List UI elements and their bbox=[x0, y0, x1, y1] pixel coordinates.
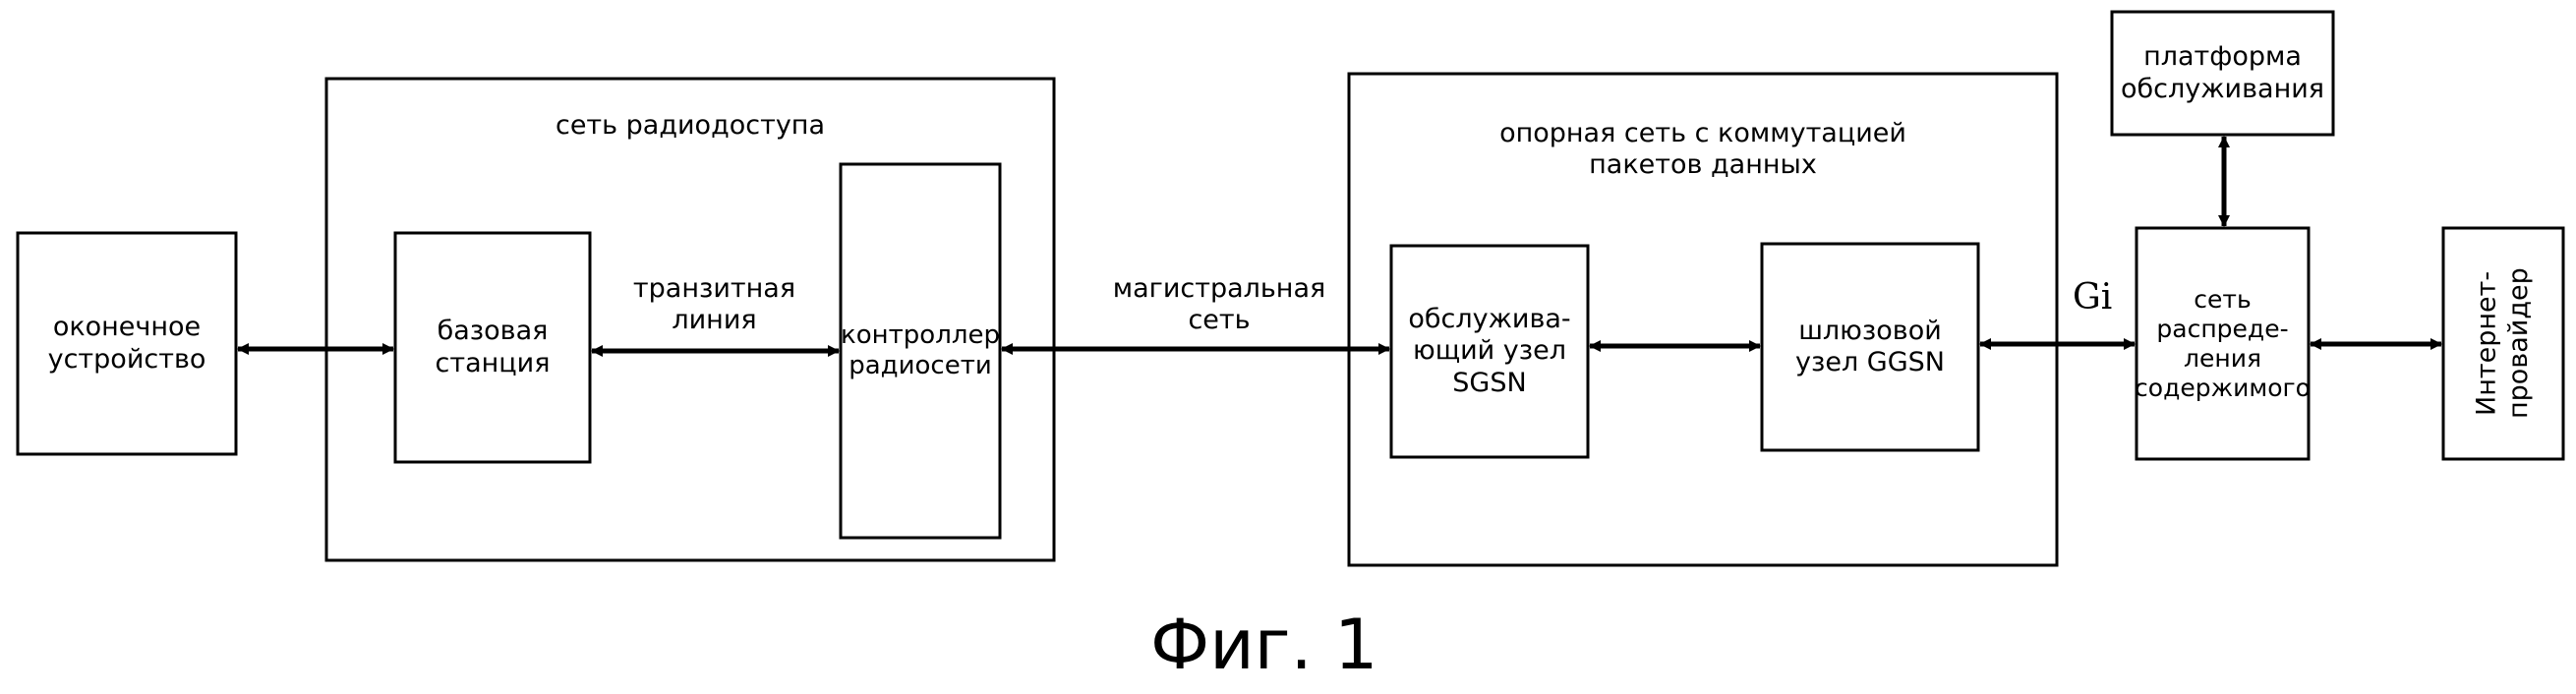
sgsn-label: обслужива- ющий узел SGSN bbox=[1408, 303, 1571, 398]
terminal-label: оконечное устройство bbox=[47, 312, 206, 375]
cdn-box bbox=[2135, 226, 2311, 461]
terminal-box bbox=[16, 231, 238, 456]
sgsn-box bbox=[1389, 244, 1590, 459]
radio-controller-label: контроллер радиосети bbox=[841, 319, 1000, 380]
gi-interface-label: Gi bbox=[2073, 277, 2113, 318]
isp-box bbox=[2441, 226, 2565, 461]
core-network-frame bbox=[1347, 72, 2059, 567]
figure-caption: Фиг. 1 bbox=[1150, 605, 1378, 685]
service-platform-box bbox=[2110, 10, 2335, 137]
core-network-label: опорная сеть с коммутацией пакетов данны… bbox=[1499, 117, 1906, 180]
radio-access-network-label: сеть радиодоступа bbox=[555, 109, 826, 141]
radio-access-network-frame bbox=[324, 77, 1056, 562]
radio-controller-box bbox=[839, 162, 1002, 540]
ggsn-label: шлюзовой узел GGSN bbox=[1795, 315, 1945, 377]
base-station-label: базовая станция bbox=[435, 316, 551, 378]
isp-label: Интернет- провайдер bbox=[2471, 267, 2534, 420]
backbone-label: магистральная сеть bbox=[1112, 272, 1326, 335]
service-platform-label: платформа обслуживания bbox=[2120, 41, 2325, 104]
backhaul-label: транзитная линия bbox=[632, 272, 796, 335]
cdn-label: сеть распреде- ления содержимого bbox=[2135, 284, 2311, 402]
ggsn-box bbox=[1760, 242, 1980, 452]
base-station-box bbox=[393, 231, 592, 464]
